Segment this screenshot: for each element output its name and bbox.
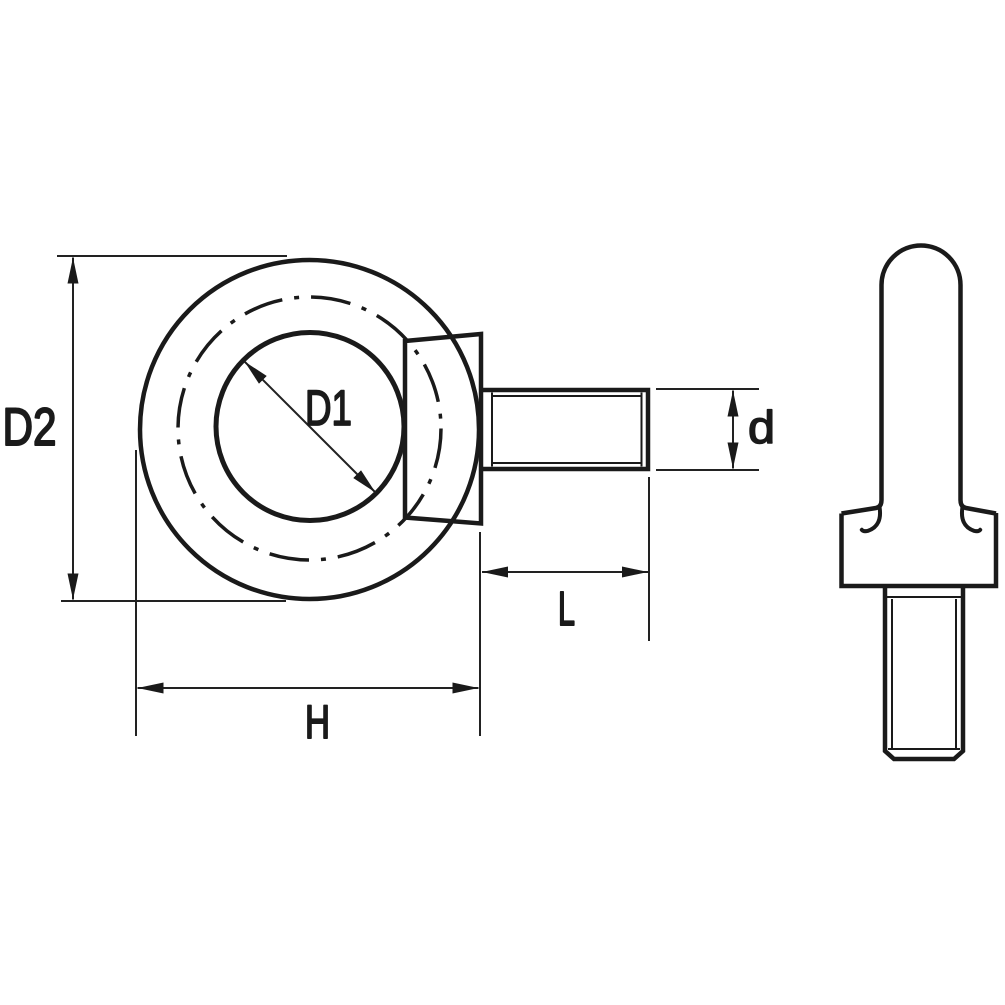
- side-fillet-right: [960, 505, 983, 534]
- collar-front: [402, 331, 484, 526]
- side-fillet-left: [859, 505, 882, 534]
- side-collar-outline: [839, 513, 999, 589]
- ring-centerline-circle: [176, 295, 443, 562]
- dimension-d2: D2: [1, 255, 287, 602]
- dimension-d1: D1: [243, 360, 377, 494]
- shank-front-outline: [481, 387, 651, 472]
- l-label: L: [558, 583, 575, 636]
- d1-arrow: [243, 360, 377, 494]
- side-eye-outline: [841, 243, 997, 516]
- side-shank-outline: [882, 586, 966, 762]
- dimension-d: d: [656, 388, 776, 471]
- dimension-h: H: [135, 450, 481, 749]
- d2-label: D2: [2, 398, 56, 457]
- side-view: [839, 243, 999, 762]
- h-label: H: [305, 695, 330, 748]
- d-label: d: [748, 401, 775, 453]
- d1-label: D1: [305, 380, 352, 436]
- dimension-l: L: [482, 477, 650, 641]
- front-view: [137, 257, 651, 602]
